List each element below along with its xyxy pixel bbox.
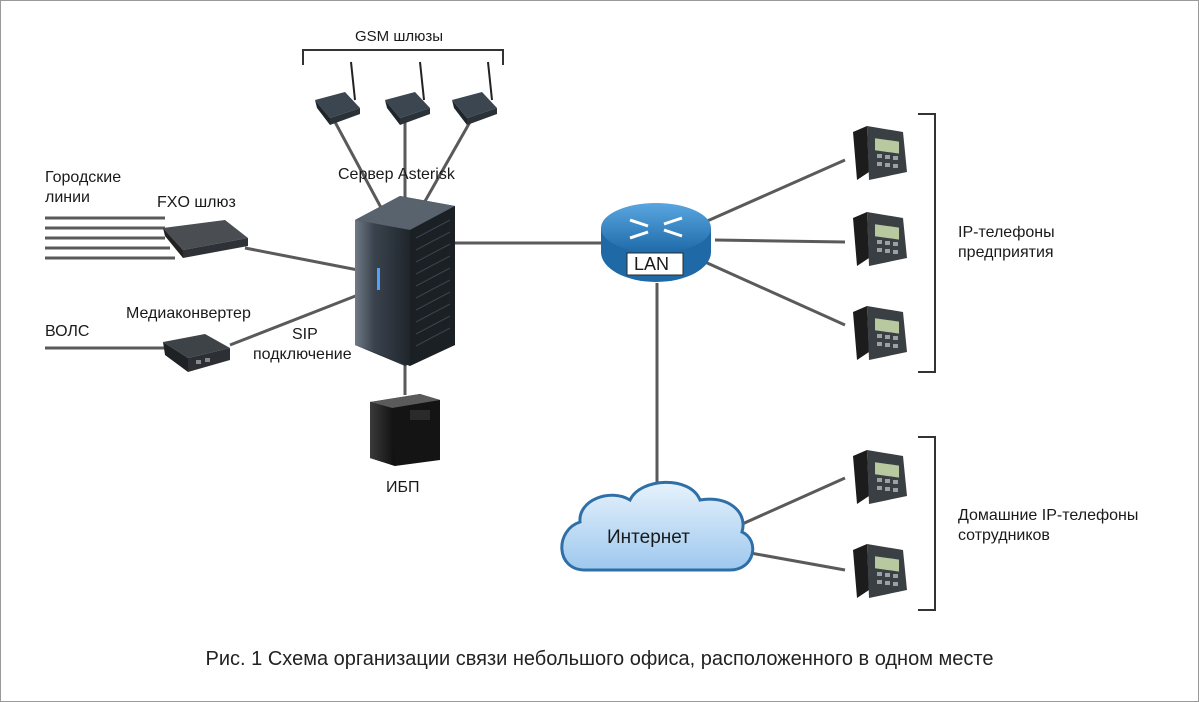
gsm-gateway-1 xyxy=(315,61,360,125)
asterisk-server xyxy=(355,196,455,366)
ip-phones-label-1: IP-телефоны xyxy=(958,224,1055,241)
lan-router xyxy=(601,203,711,282)
ups-label: ИБП xyxy=(386,479,420,496)
lan-label: LAN xyxy=(634,254,670,274)
ip-phone-icon xyxy=(853,306,907,360)
sip-label-2: подключение xyxy=(253,346,352,363)
ip-phone-icon xyxy=(853,212,907,266)
city-lines-label-2: линии xyxy=(45,189,90,206)
ip-phones-label-2: предприятия xyxy=(958,244,1054,261)
gsm-bracket xyxy=(302,49,504,65)
gsm-gateway-3 xyxy=(452,61,497,125)
fxo-gateway-label: FXO шлюз xyxy=(157,194,236,211)
fxo-gateway xyxy=(163,220,248,258)
gsm-gateways-label: GSM шлюзы xyxy=(355,28,444,45)
home-phones-label-2: сотрудников xyxy=(958,527,1050,544)
home-phones-bracket xyxy=(918,436,936,611)
figure-caption: Рис. 1 Схема организации связи небольшог… xyxy=(205,648,994,670)
ip-phone-icon xyxy=(853,544,907,598)
home-phones-label-1: Домашние IP-телефоны xyxy=(958,507,1139,524)
connection-lines xyxy=(45,121,846,572)
ip-phone-icon xyxy=(853,450,907,504)
fiber-label: ВОЛС xyxy=(45,323,90,340)
sip-label-1: SIP xyxy=(292,326,318,343)
asterisk-server-label: Сервер Asterisk xyxy=(338,166,455,183)
gsm-gateway-2 xyxy=(385,61,430,125)
internet-cloud xyxy=(560,480,755,572)
media-converter xyxy=(163,334,230,372)
office-phones-bracket xyxy=(918,113,936,373)
ups xyxy=(370,394,440,466)
internet-label: Интернет xyxy=(607,527,690,548)
media-converter-label: Медиаконвертер xyxy=(126,305,251,322)
ip-phone-icon xyxy=(853,126,907,180)
city-lines-label-1: Городские xyxy=(45,169,122,186)
